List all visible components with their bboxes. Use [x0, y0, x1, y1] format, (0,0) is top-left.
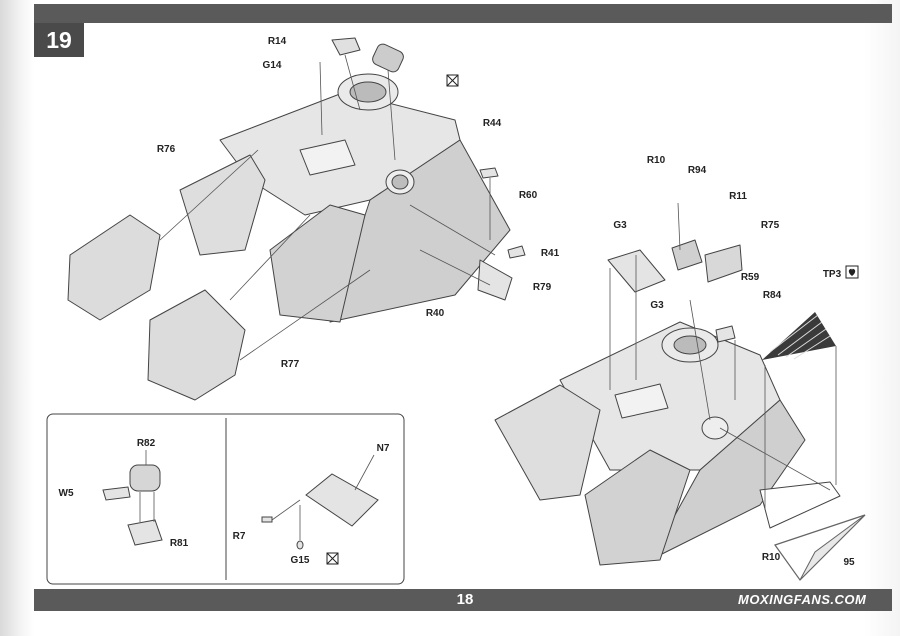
right-hull — [494, 321, 806, 566]
part-side-hatch-lower — [147, 289, 246, 401]
cement-cross-icon — [446, 74, 459, 87]
label-r41: R41 — [541, 248, 560, 259]
main-hull — [179, 73, 511, 323]
label-r79: R79 — [533, 282, 552, 293]
label-r76: R76 — [157, 144, 176, 155]
label-r59: R59 — [741, 272, 760, 283]
part-r7 — [261, 516, 273, 523]
label-r82: R82 — [137, 438, 156, 449]
part-drum — [372, 43, 404, 73]
part-g15 — [296, 540, 304, 550]
page-number: 18 — [456, 591, 474, 608]
label-g14: G14 — [263, 60, 282, 71]
label-tp3: TP3 — [823, 269, 842, 280]
part-r44 — [479, 167, 499, 179]
part-n7 — [305, 473, 379, 527]
part-r81 — [127, 519, 163, 546]
part-side-hatch-left — [67, 214, 161, 321]
assembly-arrows — [159, 54, 837, 510]
part-r41 — [507, 245, 526, 259]
footer-bar — [34, 589, 892, 611]
label-w5: W5 — [59, 488, 74, 499]
part-r94 — [671, 239, 703, 271]
step-number: 19 — [34, 23, 84, 57]
part-r82 — [129, 464, 161, 492]
label-r7: R7 — [233, 531, 246, 542]
label-r14: R14 — [268, 36, 287, 47]
watermark-text: MOXINGFANS.COM — [738, 592, 867, 607]
label-r11: R11 — [729, 191, 747, 202]
part-r79 — [477, 259, 513, 301]
label-n7: N7 — [377, 443, 390, 454]
label-r10-top: R10 — [647, 155, 666, 166]
label-g15: G15 — [291, 555, 310, 566]
cement-cross-icon — [326, 552, 339, 565]
watermark-logo-icon — [774, 514, 866, 581]
label-g3-lower: G3 — [650, 300, 664, 311]
part-plate-g3 — [607, 249, 666, 293]
label-r44: R44 — [483, 118, 502, 129]
label-g3-top: G3 — [613, 220, 627, 231]
label-r81: R81 — [170, 538, 189, 549]
binding-spine — [0, 0, 34, 636]
label-r94: R94 — [688, 165, 707, 176]
part-tp3-mesh — [762, 312, 836, 360]
label-r10-bottom: R10 — [762, 552, 781, 563]
part-r14 — [331, 37, 361, 56]
detail-inset: R82 W5 R81 N7 R7 G15 — [46, 413, 405, 585]
part-w5 — [102, 486, 131, 501]
header-bar — [34, 4, 892, 23]
part-r75 — [704, 244, 743, 283]
label-r75: R75 — [761, 220, 780, 231]
label-r60: R60 — [519, 190, 538, 201]
photo-etch-icon — [845, 265, 859, 279]
part-frame — [759, 481, 841, 529]
part-r84 — [715, 325, 736, 343]
label-r40: R40 — [426, 308, 445, 319]
label-r84: R84 — [763, 290, 782, 301]
label-r77: R77 — [281, 359, 300, 370]
label-95: 95 — [843, 557, 855, 568]
